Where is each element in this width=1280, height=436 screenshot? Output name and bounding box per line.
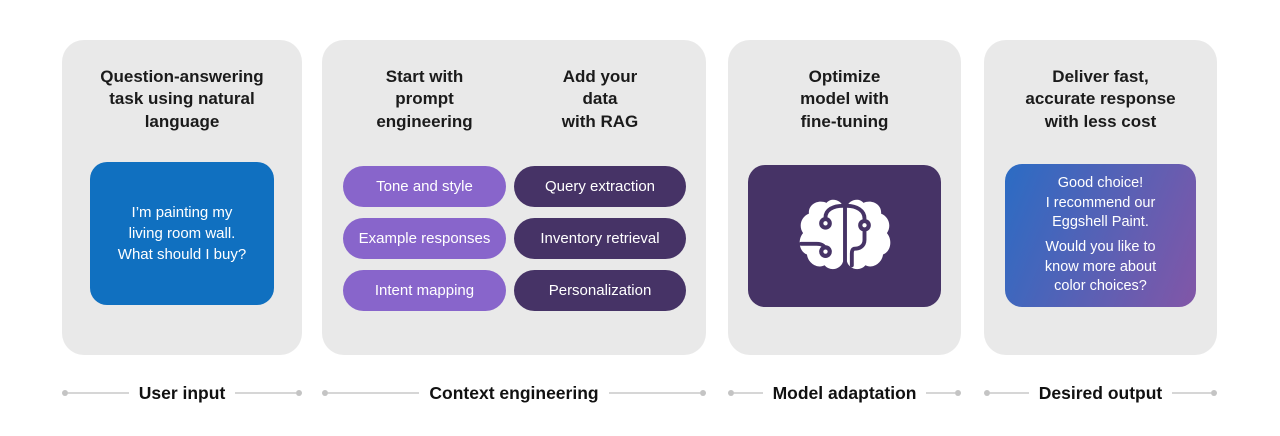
column-title-rag: Add your data with RAG — [561, 67, 639, 131]
panel-desired-output: Deliver fast, accurate response with les… — [984, 40, 1217, 355]
panel-context-engineering: Start with prompt engineering Tone and s… — [322, 40, 706, 355]
connector-line — [608, 392, 700, 394]
ai-brain-icon — [798, 199, 890, 270]
assistant-message-text-2: Would you like to know more about color … — [1044, 239, 1157, 295]
pill-intent-mapping: Intent mapping — [343, 270, 506, 312]
assistant-message-bubble: Good choice! I recommend our Eggshell Pa… — [1005, 164, 1196, 307]
connector-line — [1172, 392, 1212, 394]
connector-dot-icon — [1211, 390, 1218, 396]
stage-connector-context-engineering: Context engineering — [322, 383, 706, 403]
panel-user-input: Question-answering task using natural la… — [62, 40, 302, 355]
connector-line — [235, 392, 297, 394]
connector-line — [734, 392, 763, 394]
connector-dot-icon — [955, 390, 962, 396]
fine-tuning-card — [748, 165, 941, 307]
connector-dot-icon — [984, 390, 990, 396]
stage-label-model-adaptation: Model adaptation — [772, 382, 917, 403]
panel-title-user-input: Question-answering task using natural la… — [100, 67, 264, 131]
panel-title-desired-output: Deliver fast, accurate response with les… — [1025, 67, 1176, 131]
stage-connector-desired-output: Desired output — [984, 382, 1218, 403]
connector-dot-icon — [700, 390, 706, 396]
connector-dot-icon — [62, 390, 68, 396]
prompt-engineering-pills: Tone and style Example responses Intent … — [343, 166, 506, 312]
connector-line — [68, 392, 129, 394]
pill-query-extraction: Query extraction — [514, 166, 686, 208]
panel-model-adaptation: Optimize model with fine-tuning — [728, 40, 961, 355]
pill-tone-and-style: Tone and style — [343, 166, 506, 208]
panel-title-fine-tuning: Optimize model with fine-tuning — [800, 67, 889, 131]
connector-dot-icon — [322, 390, 328, 396]
connector-dot-icon — [728, 390, 734, 396]
stage-label-user-input: User input — [138, 382, 226, 403]
stage-label-context-engineering: Context engineering — [429, 382, 599, 403]
prompt-engineering-column: Start with prompt engineering Tone and s… — [343, 66, 506, 312]
rag-column: Add your data with RAG Query extraction … — [514, 66, 686, 312]
pill-personalization: Personalization — [514, 270, 686, 312]
connector-line — [990, 392, 1029, 394]
column-title-prompt-engineering: Start with prompt engineering — [376, 67, 473, 131]
user-message-text: I’m painting my living room wall. What s… — [117, 203, 247, 264]
stage-connector-user-input: User input — [62, 382, 303, 403]
assistant-message-text-1: Good choice! I recommend our Eggshell Pa… — [1045, 174, 1156, 231]
connector-dot-icon — [296, 390, 303, 396]
pill-inventory-retrieval: Inventory retrieval — [514, 218, 686, 260]
stage-connector-model-adaptation: Model adaptation — [728, 382, 962, 403]
pill-example-responses: Example responses — [343, 218, 506, 260]
stage-label-desired-output: Desired output — [1038, 382, 1163, 403]
connector-line — [926, 392, 956, 394]
user-message-bubble: I’m painting my living room wall. What s… — [90, 162, 274, 305]
rag-pills: Query extraction Inventory retrieval Per… — [514, 166, 686, 312]
connector-line — [328, 392, 420, 394]
